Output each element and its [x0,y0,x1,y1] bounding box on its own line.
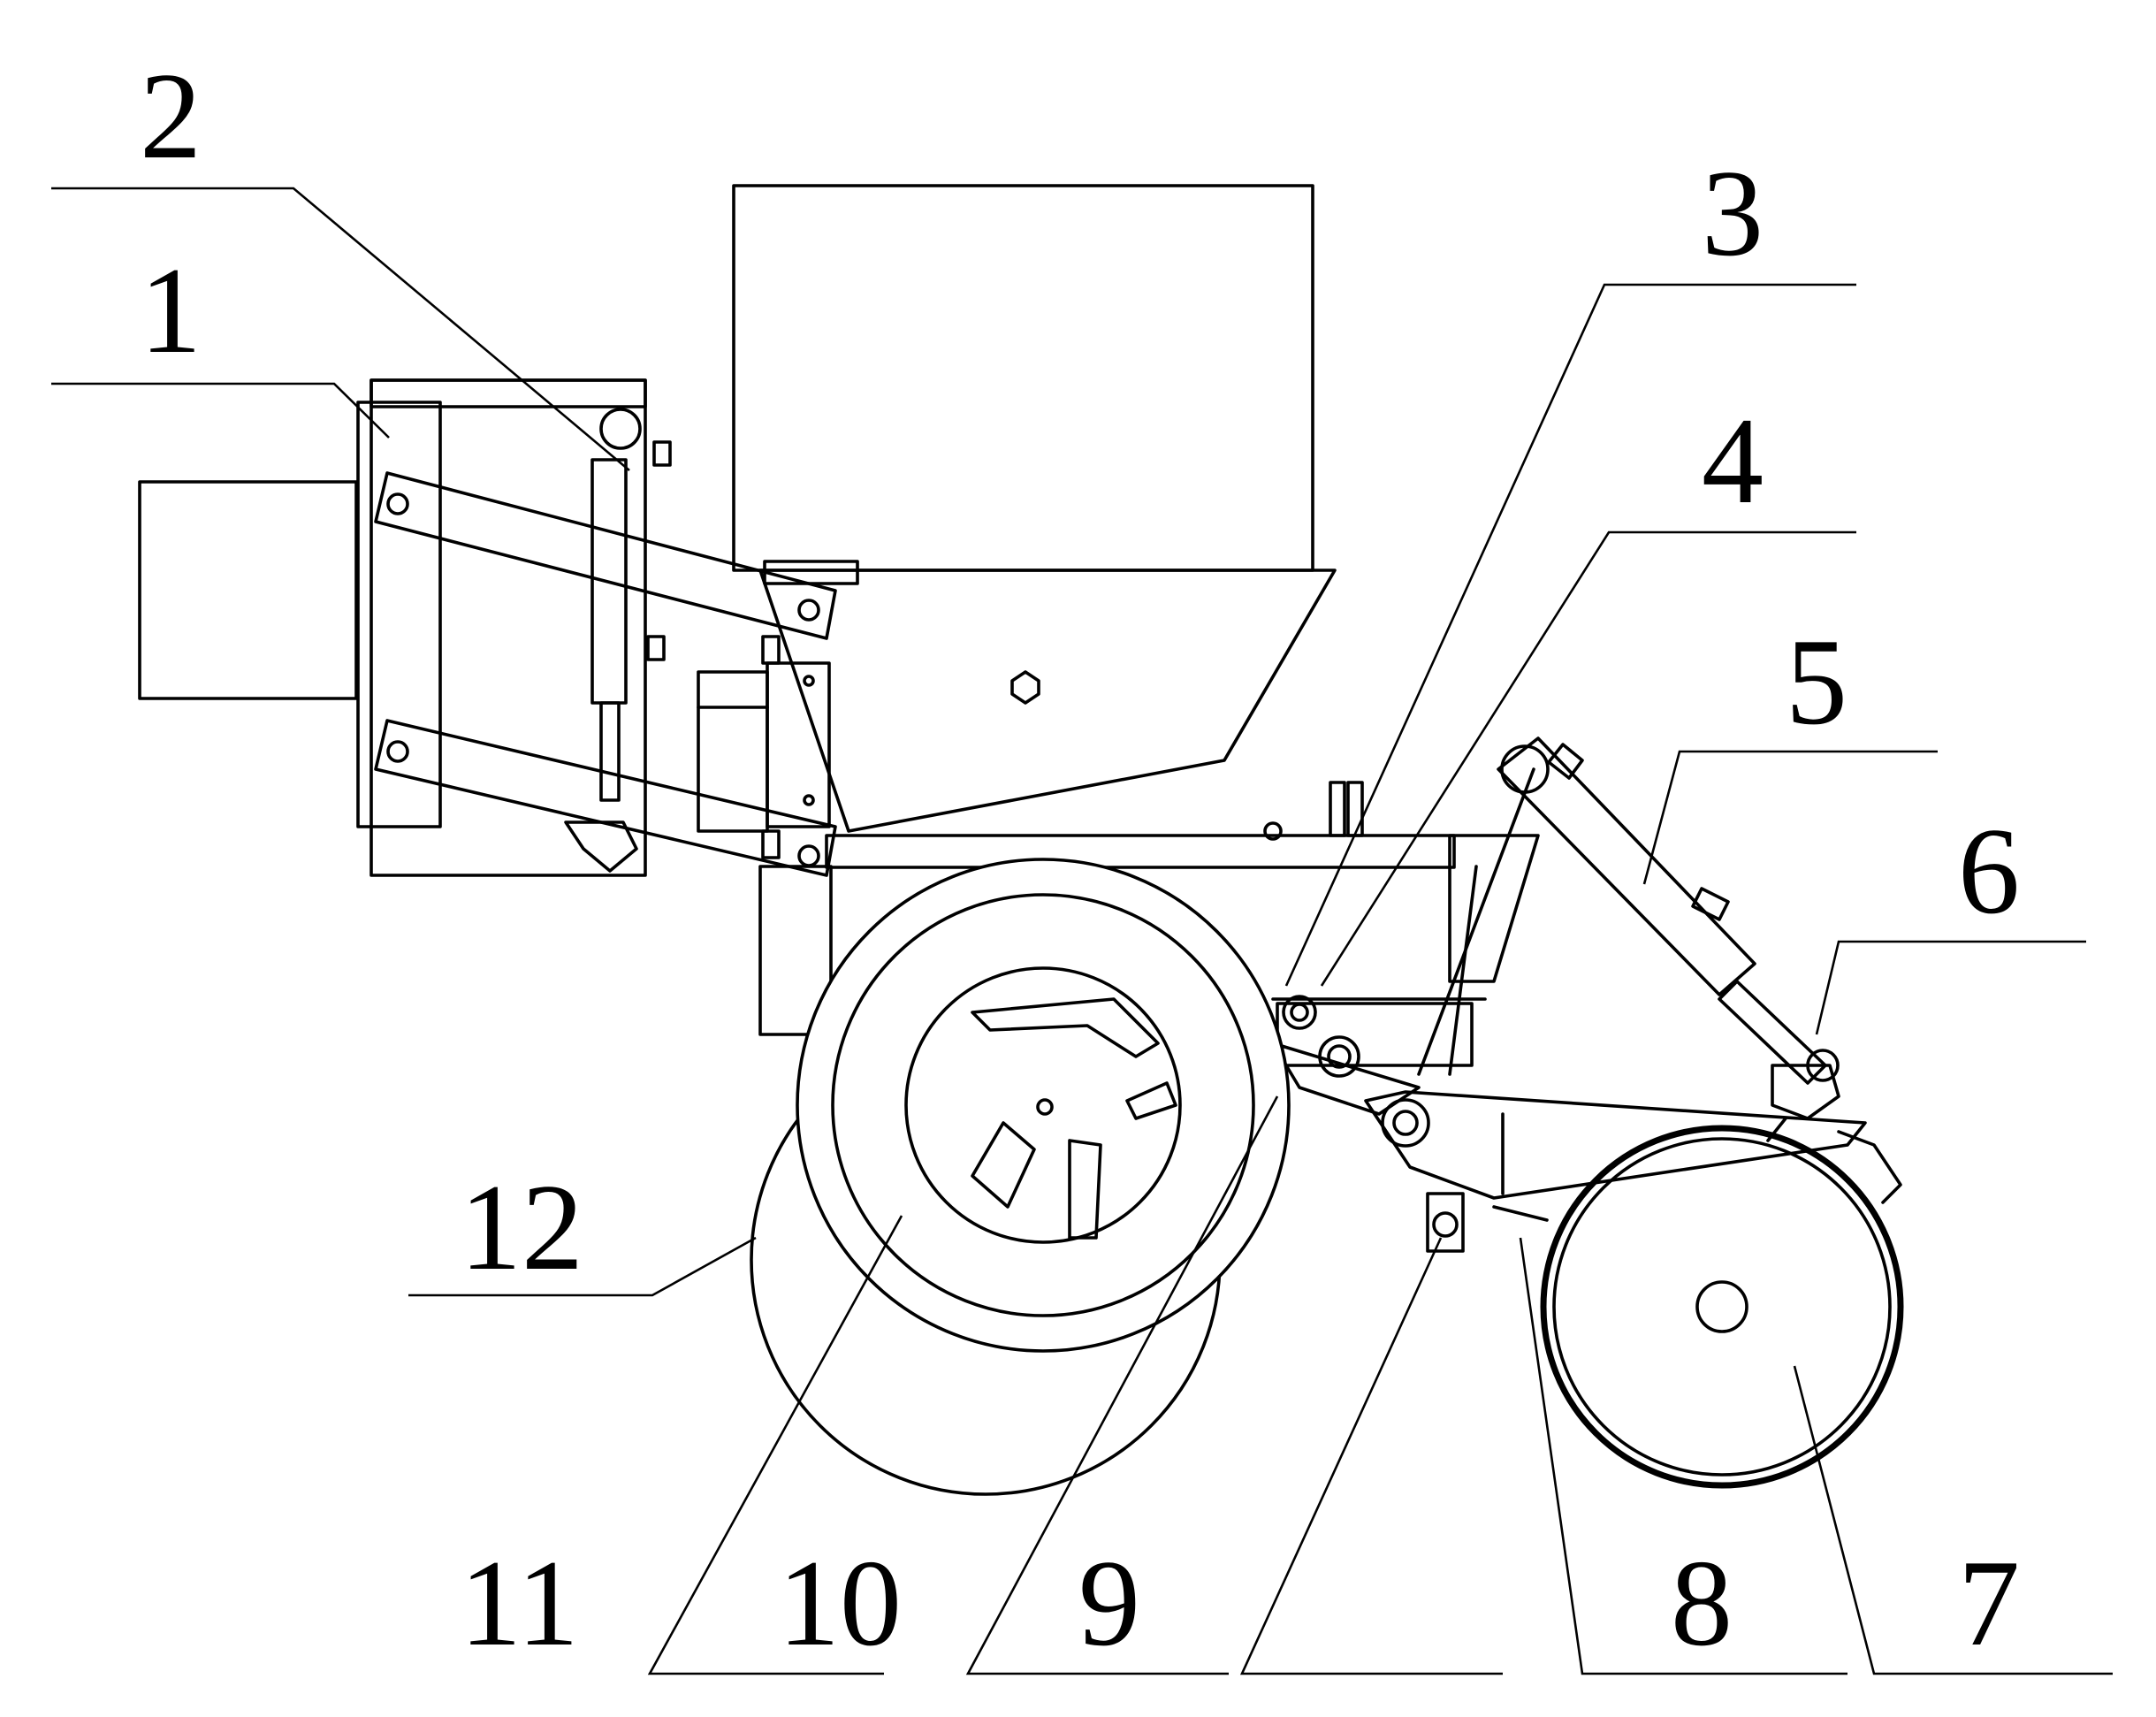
label-3: 3 [1702,145,1764,282]
label-7: 7 [1958,1535,2020,1672]
label-6: 6 [1958,803,2020,940]
label-11: 11 [460,1535,579,1672]
part-5-spring-cylinder [1417,736,1827,1085]
label-12: 12 [460,1159,583,1296]
label-5: 5 [1786,614,1847,751]
part-3-part-4-pivots [1271,995,1421,1116]
label-8: 8 [1671,1535,1733,1672]
label-1: 1 [140,242,202,379]
label-9: 9 [1078,1535,1140,1672]
part-2-lift-cylinder [564,408,672,873]
part-6-lower-joint [1766,1049,1840,1142]
part-11-seed-meter-hub [904,966,1182,1244]
label-10: 10 [778,1535,902,1672]
leader-lines [51,187,2113,1675]
part-7-press-wheel [1540,1125,1904,1489]
part-10-opener-disc [796,858,1291,1353]
press-wheel-arm [1364,1090,1867,1253]
label-2: 2 [140,48,202,185]
part-1-hitch-frame [138,378,647,877]
seed-hopper [697,184,1337,859]
label-4: 4 [1702,393,1764,530]
